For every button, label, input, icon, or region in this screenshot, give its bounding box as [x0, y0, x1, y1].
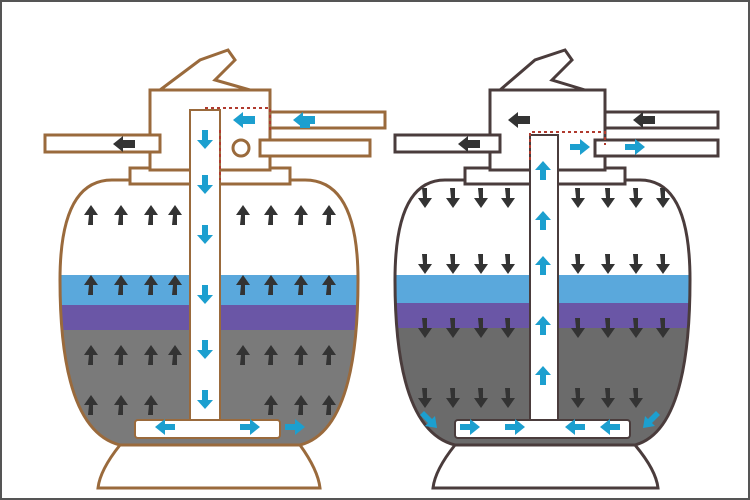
- filter-b-right-pipe-lower: [593, 138, 720, 158]
- filter-b-inlet-arrows: [458, 112, 655, 152]
- filter-b-flow-arrows: [420, 139, 660, 435]
- filter-b-right-pipe-upper: [603, 110, 720, 130]
- filter-a-dotted-path: [205, 107, 271, 130]
- filter-a-media-arrows: [84, 205, 336, 415]
- filter-a-base: [96, 443, 322, 490]
- filter-b-left-pipe: [393, 133, 502, 154]
- filter-b-valve-handle: [495, 48, 586, 92]
- filter-a-right-pipe-upper: [268, 110, 387, 130]
- filter-a: [43, 48, 387, 490]
- filter-a-left-pipe: [43, 133, 162, 154]
- filter-b: [393, 48, 720, 490]
- filter-b-base: [431, 443, 660, 490]
- filter-a-outlet-arrow: [113, 136, 135, 152]
- filter-b-tank: [393, 178, 692, 447]
- filter-a-right-pipe-lower: [258, 138, 372, 158]
- filter-a-valve-knob: [231, 138, 251, 158]
- filter-b-dotted-path: [529, 131, 606, 160]
- filter-a-center-tube: [189, 109, 221, 421]
- filter-a-flow-arrows: [155, 112, 315, 435]
- filter-b-media-arrows: [418, 188, 670, 408]
- filter-b-lateral: [454, 419, 631, 439]
- filter-a-tank: [58, 178, 360, 447]
- filter-a-lateral: [134, 419, 281, 439]
- filter-a-valve-handle: [155, 48, 251, 92]
